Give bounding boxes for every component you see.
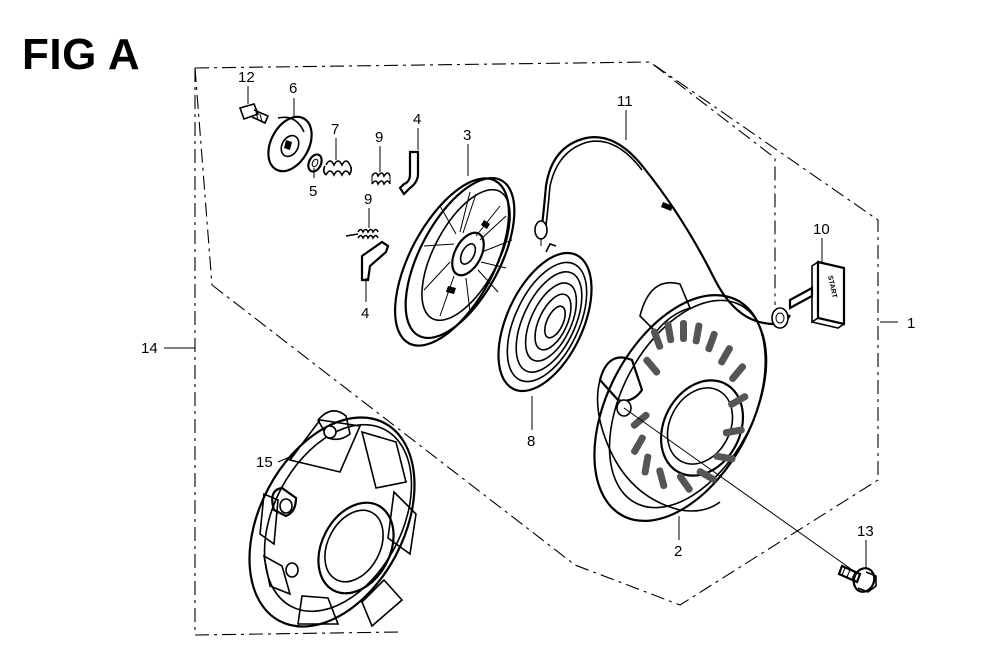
- callout-10: 10: [813, 221, 830, 238]
- starter-pulley-15: [248, 410, 417, 628]
- callout-14: 14: [141, 340, 158, 357]
- callout-13: 13: [857, 523, 874, 540]
- pawl-4-lower: [360, 240, 390, 282]
- callout-9-upper: 9: [375, 129, 383, 146]
- callout-2: 2: [674, 543, 682, 560]
- callout-3: 3: [463, 127, 471, 144]
- callout-5: 5: [309, 183, 317, 200]
- figure-title: FIG A: [22, 30, 141, 79]
- callout-9-lower: 9: [364, 191, 372, 208]
- callout-6: 6: [289, 80, 297, 97]
- callout-8: 8: [527, 433, 535, 450]
- callout-11: 11: [617, 93, 633, 110]
- callout-12: 12: [238, 69, 255, 86]
- spring-9-lower: [345, 228, 379, 240]
- starter-rope-11: [534, 136, 791, 326]
- washer-5: [307, 153, 323, 173]
- spring-7: [322, 160, 353, 177]
- bolt-12: [238, 103, 270, 125]
- pawl-4-upper: [398, 150, 420, 196]
- callout-4-upper: 4: [413, 111, 421, 128]
- flange-bolt-13: [837, 564, 877, 593]
- ratchet-6: [267, 115, 313, 173]
- handle-start-text: START: [826, 275, 838, 299]
- starter-case-2: [593, 282, 768, 522]
- callout-15: 15: [256, 454, 273, 471]
- start-handle-10: START: [771, 260, 846, 329]
- spiral-spring-8: [497, 243, 593, 393]
- callout-1: 1: [907, 315, 915, 332]
- spring-9-upper: [371, 172, 391, 186]
- callout-7: 7: [331, 121, 339, 138]
- reel-3: [393, 176, 516, 347]
- callout-4-lower: 4: [361, 305, 369, 322]
- assembly-outline-14: [194, 61, 879, 636]
- leader-lines: [164, 86, 898, 575]
